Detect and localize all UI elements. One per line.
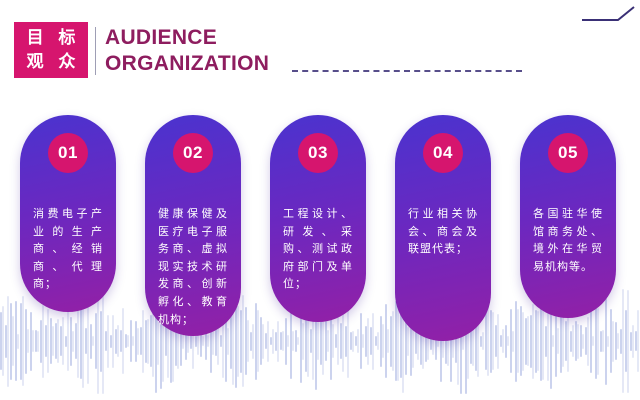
audience-card-3: 03 工程设计、研发、采购、测试政府部门及单位；: [270, 115, 366, 322]
header-divider: [95, 27, 96, 75]
card-number-badge: 04: [423, 133, 463, 173]
card-number-badge: 02: [173, 133, 213, 173]
audience-card-1: 01 消费电子产业的生产商、经销商、代理商；: [20, 115, 116, 312]
card-number-badge: 03: [298, 133, 338, 173]
target-audience-badge: 目 标 观 众: [14, 22, 88, 78]
corner-line-decoration: [582, 6, 635, 21]
card-number-badge: 05: [548, 133, 588, 173]
card-text: 消费电子产业的生产商、经销商、代理商；: [33, 208, 103, 291]
card-text: 各国驻华使馆商务处、境外在华贸易机构等。: [533, 208, 603, 273]
audience-card-4: 04 行业相关协会、商会及联盟代表；: [395, 115, 491, 341]
badge-text-line1: 目 标: [26, 28, 81, 47]
page-title: AUDIENCE ORGANIZATION: [105, 25, 269, 77]
audience-card-5: 05 各国驻华使馆商务处、境外在华贸易机构等。: [520, 115, 616, 318]
waveform-decoration: [0, 282, 640, 400]
card-text: 行业相关协会、商会及联盟代表；: [408, 208, 478, 256]
title-line1: AUDIENCE: [105, 26, 218, 49]
card-text: 工程设计、研发、采购、测试政府部门及单位；: [283, 208, 353, 291]
card-text: 健康保健及医疗电子服务商、虚拟现实技术研发商、创新孵化、教育机构；: [158, 208, 228, 326]
badge-text-line2: 观 众: [26, 52, 81, 71]
audience-card-2: 02 健康保健及医疗电子服务商、虚拟现实技术研发商、创新孵化、教育机构；: [145, 115, 241, 336]
card-number-badge: 01: [48, 133, 88, 173]
dashed-divider: [292, 70, 522, 72]
title-line2: ORGANIZATION: [105, 52, 270, 75]
